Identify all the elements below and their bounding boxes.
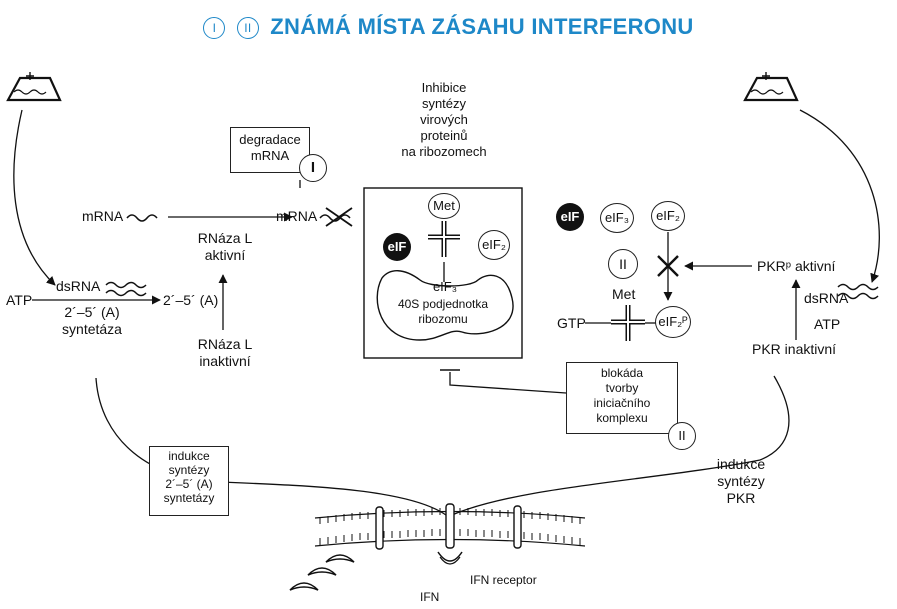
dsrna-left-label: dsRNA bbox=[56, 278, 100, 295]
eif3-center-label: eIF₃ bbox=[425, 278, 465, 295]
blokada-box: blokáda tvorby iniciačního komplexu bbox=[566, 362, 678, 434]
eif3-circle-right: eIF₃ bbox=[600, 203, 634, 233]
pkr-active-label: PKRᵖ aktivní bbox=[757, 258, 835, 275]
rnaza-inactive-label: RNáza L inaktivní bbox=[190, 336, 260, 370]
indukce-left-text: indukce syntézy 2´–5´ (A) syntetázy bbox=[150, 449, 228, 505]
indukce-left-box: indukce syntézy 2´–5´ (A) syntetázy bbox=[149, 446, 229, 516]
virus-right-icon bbox=[745, 72, 797, 100]
eif-dark-center: eIF bbox=[383, 233, 411, 261]
site-II-circle: II bbox=[608, 249, 638, 279]
atp-right-label: ATP bbox=[814, 316, 840, 333]
oligo-a-label: 2´–5´ (A) bbox=[163, 292, 218, 309]
eif-dark-right: eIF bbox=[556, 203, 584, 231]
met-right-label: Met bbox=[612, 286, 635, 303]
site-I-circle: I bbox=[299, 154, 327, 182]
syntetaza-label: 2´–5´ (A) syntetáza bbox=[52, 304, 132, 338]
virus-left-icon bbox=[8, 72, 60, 100]
blokada-text: blokáda tvorby iniciačního komplexu bbox=[567, 366, 677, 426]
ifn-molecules-icon bbox=[290, 555, 354, 590]
degradace-text: degradace mRNA bbox=[231, 132, 309, 164]
atp-left-label: ATP bbox=[6, 292, 32, 309]
gtp-label: GTP bbox=[557, 315, 586, 332]
pkr-inactive-label: PKR inaktivní bbox=[752, 341, 836, 358]
ifn-label: IFN bbox=[420, 589, 439, 606]
met-circle-center: Met bbox=[428, 193, 460, 219]
eif2p-circle: eIF₂ᴾ bbox=[655, 306, 691, 338]
indukce-pkr-label: indukce syntézy PKR bbox=[706, 456, 776, 507]
site-II-box-circle: II bbox=[668, 422, 696, 450]
eif2-circle-center: eIF₂ bbox=[478, 230, 510, 260]
subunit-label: 40S podjednotka ribozomu bbox=[393, 297, 493, 327]
mrna-right-label: mRNA bbox=[276, 208, 317, 225]
inhibice-label: Inhibice syntézy virových proteinů na ri… bbox=[392, 80, 496, 160]
rnaza-active-label: RNáza L aktivní bbox=[190, 230, 260, 264]
ifn-receptor-label: IFN receptor bbox=[470, 572, 537, 589]
mrna-left-label: mRNA bbox=[82, 208, 123, 225]
dsrna-right-label: dsRNA bbox=[804, 290, 848, 307]
membrane-icon bbox=[315, 504, 585, 564]
eif2-circle-right: eIF₂ bbox=[651, 201, 685, 231]
degradace-box: degradace mRNA bbox=[230, 127, 310, 173]
